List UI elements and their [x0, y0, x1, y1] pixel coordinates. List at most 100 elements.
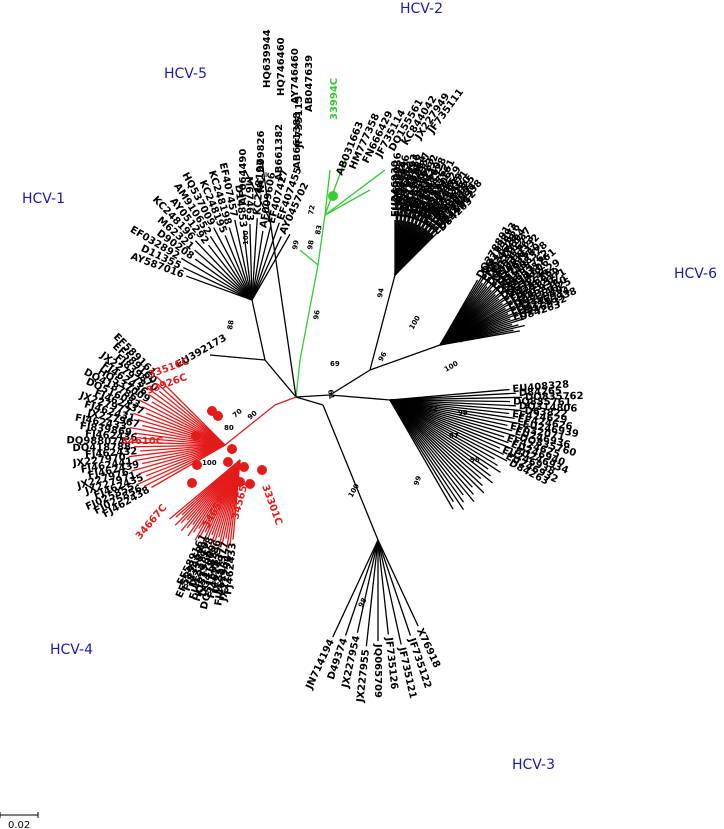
branch-leaf	[213, 227, 253, 301]
branch-hcv4	[274, 396, 297, 406]
leaf-label: FJ462436	[85, 429, 138, 444]
branch-leaf	[389, 399, 485, 494]
study-sample-marker	[245, 479, 255, 489]
branch-hcv5	[244, 169, 271, 221]
bootstrap-value: 100	[242, 230, 250, 245]
bootstrap-value: 98	[306, 239, 316, 250]
leaf-label: NC_009826	[256, 131, 267, 193]
branch-leaf	[389, 399, 464, 496]
branch-leaf	[142, 406, 226, 446]
branch-leaf	[389, 399, 473, 488]
study-sample-marker	[192, 460, 202, 470]
leaf-label: D63822	[524, 406, 568, 420]
branch-leaf	[389, 399, 509, 444]
branch-leaf	[389, 399, 505, 438]
branch-hcv2	[299, 249, 319, 266]
branch-leaf	[377, 539, 402, 645]
genotype-label-hcv-4: HCV-4	[50, 642, 93, 658]
study-sample-marker	[239, 462, 249, 472]
study-sample-marker	[227, 444, 237, 454]
branch-leaf	[140, 444, 226, 452]
leaf-label: EU643836	[396, 154, 412, 212]
leaf-label: EU643834	[394, 160, 409, 217]
leaf-label: KC248197	[252, 159, 267, 216]
branch-leaf	[140, 437, 226, 446]
branch-leaf	[251, 226, 272, 301]
bootstrap-value: 100	[443, 359, 460, 373]
branch-leaf	[224, 235, 253, 301]
leaf-label: Y12083	[393, 163, 406, 207]
leaf-label: DQ988074	[66, 435, 125, 448]
branch-leaf	[148, 394, 226, 446]
bootstrap-value: 99	[457, 333, 470, 345]
branch-leaf	[234, 219, 253, 301]
branch-leaf	[249, 224, 253, 301]
branch-hcv6	[369, 274, 396, 371]
branch-hcv4	[249, 404, 276, 426]
branch-hcv1	[264, 359, 297, 398]
branch-hcv3	[322, 404, 379, 541]
bootstrap-value: 100	[202, 459, 217, 467]
leaf-label: HQ746460	[276, 37, 287, 96]
tree-branches	[128, 159, 525, 647]
genotype-label-hcv-6: HCV-6	[674, 266, 717, 282]
bootstrap-value: 99	[412, 475, 423, 487]
branch-leaf	[389, 399, 516, 407]
branch-leaf	[356, 539, 379, 633]
branch-leaf	[389, 399, 498, 467]
branch-leaf	[158, 390, 226, 446]
branch-leaf	[389, 399, 474, 495]
study-sample-marker	[187, 478, 197, 488]
bootstrap-value: 69	[330, 360, 340, 368]
branch-hcv2	[324, 169, 386, 216]
bootstrap-value: 61	[326, 389, 336, 400]
bootstrap-value: 100	[347, 482, 361, 499]
branch-leaf	[389, 399, 513, 450]
branch-leaf	[146, 386, 226, 446]
branch-leaf	[365, 539, 379, 647]
branch-leaf	[389, 399, 501, 473]
leaf-label: EU408328	[512, 379, 569, 395]
branch-leaf	[181, 257, 253, 301]
branch-leaf	[135, 444, 226, 462]
study-sample-label: 34610C	[121, 436, 163, 447]
branch-leaf	[251, 233, 291, 301]
branch-leaf	[389, 399, 515, 420]
bootstrap-value: 72	[428, 405, 438, 413]
branch-leaf	[243, 230, 253, 301]
branch-leaf	[251, 222, 280, 301]
branch-leaf	[389, 399, 508, 462]
leaf-label: AB661382	[274, 124, 285, 181]
branch-leaf	[389, 399, 491, 477]
leaf-label: D84265	[519, 386, 563, 399]
branch-leaf	[136, 444, 226, 486]
branch-leaf	[142, 424, 226, 446]
branch-leaf	[389, 399, 510, 403]
leaf-label: DQ314806	[519, 401, 578, 415]
branch-hcv6	[295, 394, 331, 398]
branch-leaf	[377, 539, 389, 635]
branch-leaf	[389, 399, 520, 425]
branch-leaf	[185, 275, 253, 301]
leaf-label: AY746460	[290, 48, 301, 104]
branch-leaf	[143, 444, 226, 488]
leaf-label: DQ835761	[513, 397, 572, 409]
bootstrap-value: 98	[470, 456, 480, 464]
bootstrap-value: 96	[377, 350, 389, 363]
branch-leaf	[389, 399, 489, 470]
leaf-label: HQ639944	[262, 29, 273, 88]
branch-leaf	[389, 399, 504, 456]
branch-leaf	[389, 388, 510, 401]
branch-leaf	[394, 231, 439, 276]
branch-leaf	[228, 227, 253, 301]
study-sample-label: 33301C	[259, 483, 284, 526]
branch-leaf	[389, 399, 482, 480]
branch-leaf	[389, 399, 513, 432]
branch-hcv1	[209, 354, 266, 361]
study-sample-marker	[191, 431, 201, 441]
study-sample-label: 34667C	[134, 503, 170, 542]
branch-leaf	[389, 396, 522, 401]
branch-leaf	[138, 399, 226, 446]
branch-leaf	[207, 244, 253, 301]
